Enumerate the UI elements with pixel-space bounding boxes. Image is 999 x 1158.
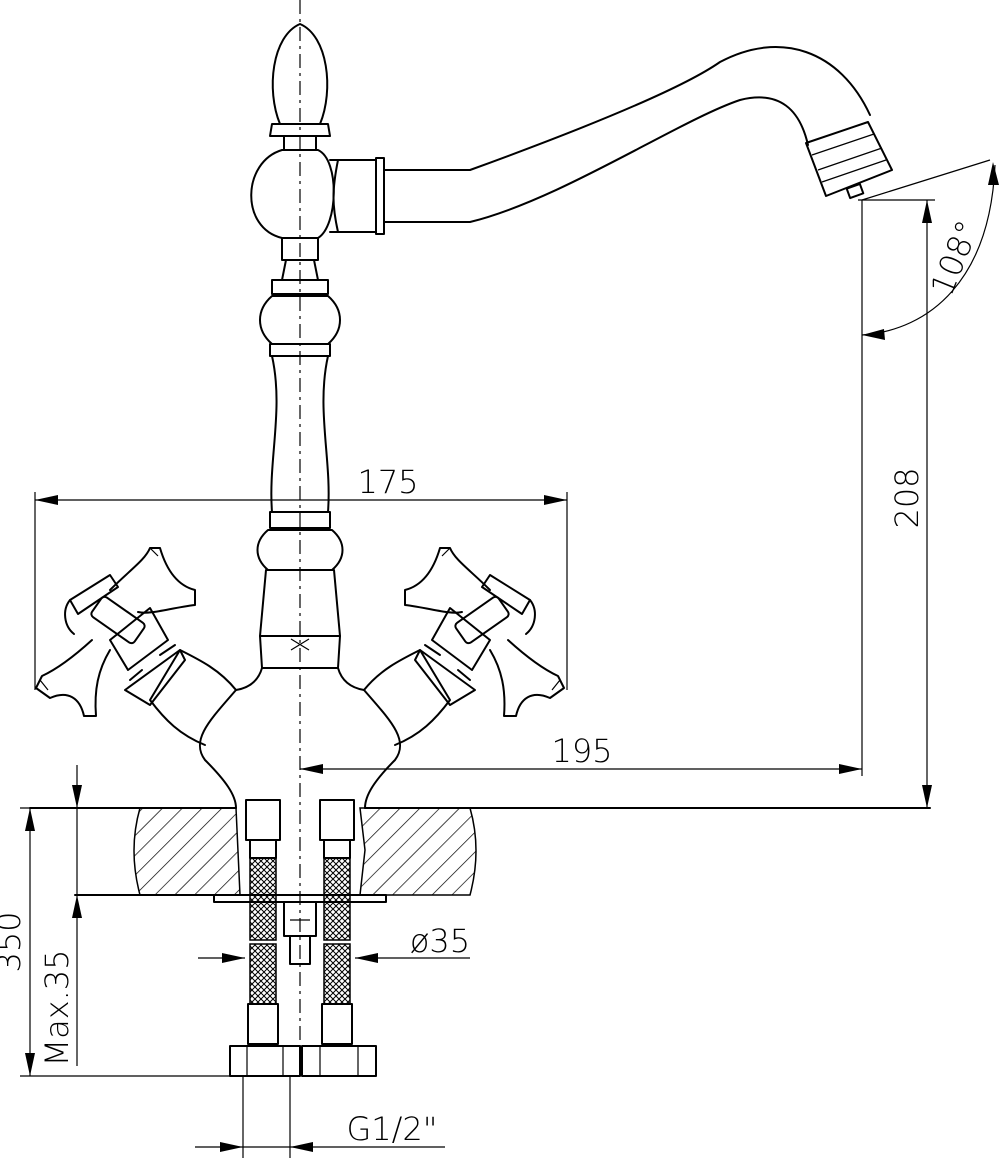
dim-dia35-label: ø35: [410, 922, 470, 960]
left-valve: [35, 547, 237, 746]
dim-thread-label: G1/2": [346, 1110, 437, 1148]
countertop-section: [29, 807, 931, 903]
spout: [383, 46, 893, 223]
dimension-thread: G1/2": [195, 1076, 445, 1158]
aerator: [805, 121, 893, 197]
dimension-dia35: ø35: [198, 922, 470, 963]
dimension-195: 195: [300, 200, 863, 776]
mounting-hardware: [283, 901, 317, 965]
dimension-350: 350: [0, 807, 300, 1077]
dimension-angle: 108°: [861, 159, 999, 340]
dim-max35-label: Max.35: [38, 949, 76, 1066]
dim-195-label: 195: [551, 732, 612, 770]
left-hose: [229, 799, 301, 1077]
dim-350-label: 350: [0, 911, 28, 972]
dimension-175: 175: [34, 463, 568, 690]
right-hose: [301, 799, 377, 1077]
dim-208-label: 208: [888, 467, 926, 528]
faucet-body: [198, 23, 402, 809]
dimension-max35: Max.35: [38, 765, 82, 1067]
dimension-208: 208: [858, 199, 935, 808]
right-valve: [363, 547, 565, 746]
dim-angle-label: 108°: [923, 215, 987, 301]
dim-175-label: 175: [357, 463, 418, 501]
body-ball: [250, 149, 335, 239]
